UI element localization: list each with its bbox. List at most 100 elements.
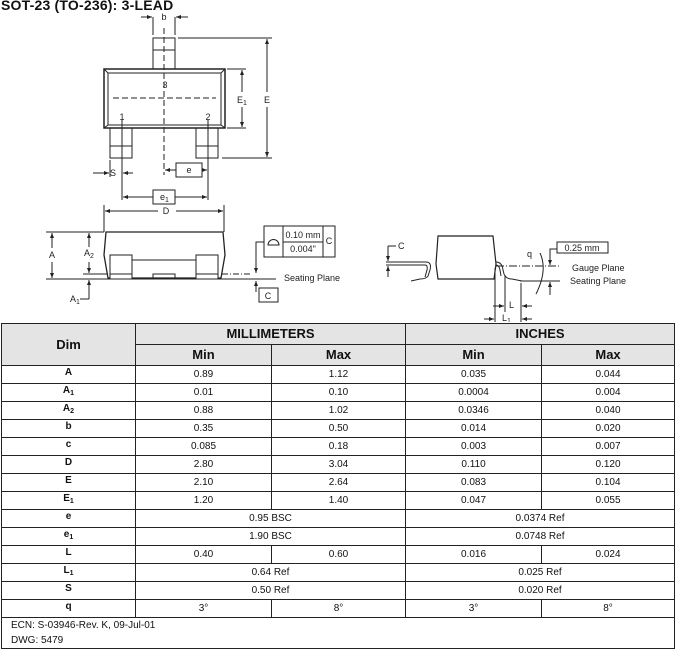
dim-cell: E1 xyxy=(1,491,136,510)
mm-value-cell: 0.64 Ref xyxy=(134,563,407,582)
pin-1-label: 1 xyxy=(119,112,124,122)
dim-A-label: A xyxy=(49,250,55,260)
dim-e1-pitch-label: e1 xyxy=(160,192,169,204)
dim-cell: c xyxy=(1,437,136,456)
coplanarity-mm: 0.10 mm xyxy=(285,230,320,240)
value-cell: 0.007 xyxy=(541,437,675,456)
ecn-text: ECN: S-03946-Rev. K, 09-Jul-01 xyxy=(11,620,156,631)
value-cell: 0.044 xyxy=(541,365,675,384)
mm-value-cell: 0.95 BSC xyxy=(134,509,407,528)
value-cell: 1.20 xyxy=(135,491,272,510)
dim-cell: q xyxy=(1,599,136,618)
value-cell: 2.80 xyxy=(135,455,272,474)
dim-L1-label: L1 xyxy=(502,313,511,322)
dim-cell: L xyxy=(1,545,136,564)
dim-D-label: D xyxy=(163,206,170,216)
gauge-plane-label: Gauge Plane xyxy=(572,263,625,273)
value-cell: 0.020 xyxy=(541,419,675,438)
dim-cell: D xyxy=(1,455,136,474)
value-cell: 0.18 xyxy=(270,437,407,456)
mm-value-cell: 1.90 BSC xyxy=(134,527,407,546)
value-cell: 3° xyxy=(135,599,272,618)
dim-cell: e xyxy=(1,509,136,528)
value-cell: 1.40 xyxy=(270,491,407,510)
value-cell: 0.0346 xyxy=(405,401,543,420)
value-cell: 0.024 xyxy=(541,545,675,564)
pin-3-label: 3 xyxy=(162,80,167,90)
value-cell: 2.10 xyxy=(135,473,272,492)
pin-2-label: 2 xyxy=(205,112,210,122)
in-max-header: Max xyxy=(541,344,675,366)
dim-b-label: b xyxy=(161,12,166,22)
side-view: A1 A A2 0.10 mm 0.004" C Seating Plane C xyxy=(46,225,340,306)
value-cell: 0.110 xyxy=(405,455,543,474)
value-cell: 0.89 xyxy=(135,365,272,384)
dim-cell: L1 xyxy=(1,563,136,582)
dim-A1-label: A1 xyxy=(70,294,80,306)
mm-value-cell: 0.50 Ref xyxy=(134,581,407,600)
gauge-dim-label: 0.25 mm xyxy=(564,243,599,253)
drawing-info: ECN: S-03946-Rev. K, 09-Jul-01 DWG: 5479 xyxy=(0,617,675,649)
value-cell: 0.083 xyxy=(405,473,543,492)
package-title: SOT-23 (TO-236): 3-LEAD xyxy=(1,0,174,13)
value-cell: 0.104 xyxy=(541,473,675,492)
coplanarity-ref: C xyxy=(326,236,333,246)
top-view: 3 1 2 b E1 E S e e1 D xyxy=(93,12,272,232)
dwg-text: DWG: 5479 xyxy=(11,635,64,646)
dim-cell: E xyxy=(1,473,136,492)
inches-header: INCHES xyxy=(405,323,675,345)
value-cell: 0.004 xyxy=(541,383,675,402)
in-min-header: Min xyxy=(405,344,543,366)
value-cell: 0.085 xyxy=(135,437,272,456)
end-view: C q 0.25 mm Gauge Plane Seating Plane L … xyxy=(386,235,626,322)
value-cell: 0.01 xyxy=(135,383,272,402)
dim-cell: S xyxy=(1,581,136,600)
dim-c-label: C xyxy=(398,241,405,251)
value-cell: 0.60 xyxy=(270,545,407,564)
value-cell: 0.003 xyxy=(405,437,543,456)
value-cell: 8° xyxy=(541,599,675,618)
value-cell: 0.50 xyxy=(270,419,407,438)
in-value-cell: 0.020 Ref xyxy=(405,581,675,600)
value-cell: 1.12 xyxy=(270,365,407,384)
dim-S-label: S xyxy=(110,168,116,178)
dim-header: Dim xyxy=(1,323,136,366)
dim-cell: A2 xyxy=(1,401,136,420)
value-cell: 0.88 xyxy=(135,401,272,420)
value-cell: 0.35 xyxy=(135,419,272,438)
value-cell: 0.055 xyxy=(541,491,675,510)
dim-cell: A1 xyxy=(1,383,136,402)
value-cell: 2.64 xyxy=(270,473,407,492)
value-cell: 0.014 xyxy=(405,419,543,438)
value-cell: 0.040 xyxy=(541,401,675,420)
mm-max-header: Max xyxy=(270,344,407,366)
value-cell: 0.40 xyxy=(135,545,272,564)
in-value-cell: 0.0374 Ref xyxy=(405,509,675,528)
dim-L-label: L xyxy=(509,300,514,310)
dim-cell: A xyxy=(1,365,136,384)
mm-min-header: Min xyxy=(135,344,272,366)
dimensions-table: Dim MILLIMETERS INCHES Min Max Min Max A… xyxy=(0,323,675,649)
in-value-cell: 0.025 Ref xyxy=(405,563,675,582)
value-cell: 0.120 xyxy=(541,455,675,474)
seating-plane-label: Seating Plane xyxy=(284,273,340,283)
dim-E-label: E xyxy=(264,95,270,105)
value-cell: 0.047 xyxy=(405,491,543,510)
value-cell: 8° xyxy=(270,599,407,618)
value-cell: 3° xyxy=(405,599,543,618)
value-cell: 0.10 xyxy=(270,383,407,402)
dim-e-label: e xyxy=(186,165,191,175)
value-cell: 3.04 xyxy=(270,455,407,474)
angle-q-label: q xyxy=(527,249,532,259)
